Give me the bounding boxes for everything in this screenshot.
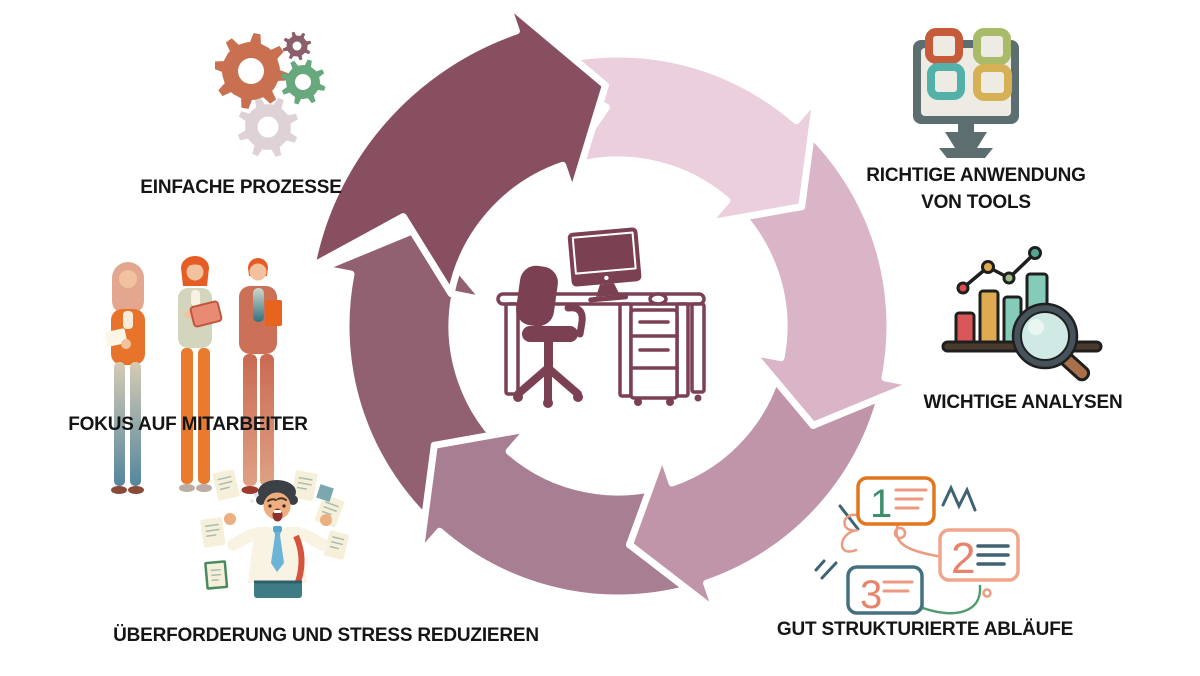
label-ueberforderung-stress: ÜBERFORDERUNG UND STRESS REDUZIEREN bbox=[113, 625, 539, 646]
cycle-arrow-left-top bbox=[318, 223, 513, 535]
label-gut-strukturierte-ablaeufe: GUT STRUKTURIERTE ABLÄUFE bbox=[776, 619, 1074, 640]
stressed-person-icon bbox=[200, 470, 349, 598]
gear-green-icon bbox=[280, 59, 326, 105]
clipboard bbox=[204, 560, 229, 590]
cycle-arrow-left-bottom bbox=[416, 425, 711, 602]
trend-dot bbox=[1002, 271, 1016, 285]
person-middle bbox=[178, 256, 223, 492]
gear-orange-icon bbox=[215, 33, 289, 109]
zigzag bbox=[941, 484, 977, 512]
desk-illustration-icon bbox=[496, 227, 706, 408]
step-number-1: 1 bbox=[870, 482, 892, 526]
label-fokus-mitarbeiter: FOKUS AUF MITARBEITER bbox=[68, 414, 308, 435]
gears-icon bbox=[215, 31, 326, 157]
monitor-apps-icon bbox=[913, 28, 1019, 158]
gear-mauve-icon bbox=[282, 31, 312, 61]
label-einfache-prozesse: EINFACHE PROZESSE bbox=[140, 177, 342, 198]
trend-line bbox=[961, 251, 1037, 290]
mouse bbox=[648, 292, 668, 306]
bar-gold bbox=[978, 289, 1000, 346]
step-number-2: 2 bbox=[951, 534, 975, 583]
tie bbox=[271, 528, 284, 572]
magnifier-highlight bbox=[1028, 319, 1044, 335]
stressed-man bbox=[224, 480, 332, 598]
cycle-arrows bbox=[308, 0, 918, 615]
cycle-arrow-right-bottom bbox=[723, 117, 918, 429]
numbered-steps-icon: 1 2 3 bbox=[814, 476, 1020, 617]
app-tile-teal bbox=[927, 63, 965, 100]
magnifier-rim-inner bbox=[1020, 311, 1070, 361]
gear-pale-icon bbox=[238, 97, 298, 157]
step-list-lines bbox=[882, 488, 1010, 593]
person-man bbox=[239, 258, 282, 494]
app-tiles bbox=[925, 28, 1012, 101]
bar-red bbox=[954, 311, 976, 346]
trend-dot bbox=[1028, 246, 1042, 260]
magnifier-icon bbox=[1011, 302, 1091, 382]
trend-dot bbox=[981, 260, 995, 274]
step-number-3: 3 bbox=[860, 573, 882, 617]
team-icon bbox=[105, 256, 282, 494]
flying-papers bbox=[200, 470, 349, 590]
desk-side-panel bbox=[690, 302, 706, 394]
monitor-stand bbox=[939, 124, 993, 158]
bar-chart-magnifier-icon bbox=[941, 246, 1103, 382]
office-chair bbox=[513, 265, 586, 408]
app-tile-green bbox=[973, 28, 1011, 65]
step-connectors bbox=[814, 484, 992, 615]
app-tile-orange bbox=[925, 28, 963, 64]
magnifier-rim-outer bbox=[1011, 302, 1079, 370]
label-wichtige-analysen: WICHTIGE ANALYSEN bbox=[923, 392, 1123, 413]
cycle-arrow-top bbox=[308, 0, 609, 298]
person-hijab bbox=[105, 262, 145, 494]
drawer-unit bbox=[629, 308, 702, 406]
label-richtige-anwendung: RICHTIGE ANWENDUNG VON TOOLS bbox=[866, 165, 1086, 213]
trend-dot bbox=[956, 281, 970, 295]
desk-leg bbox=[504, 302, 520, 396]
magnifier-glass bbox=[1013, 304, 1077, 368]
app-tile-yellow bbox=[973, 64, 1012, 101]
desk-monitor bbox=[567, 227, 642, 303]
